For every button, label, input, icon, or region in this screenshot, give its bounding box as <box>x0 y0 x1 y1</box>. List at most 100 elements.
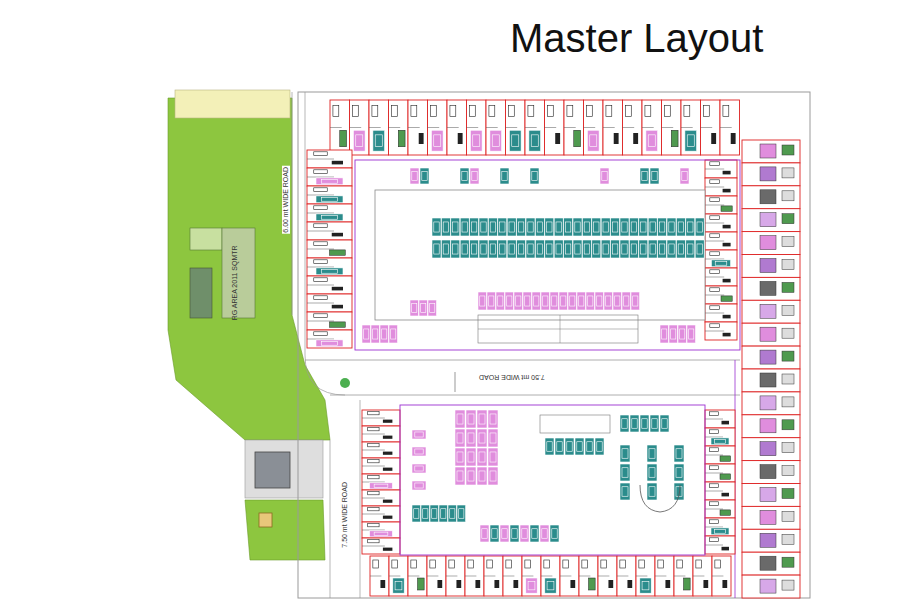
car-symbol <box>676 468 682 478</box>
room-outline <box>782 443 794 453</box>
parking-slot <box>432 240 441 258</box>
parking-slot <box>488 218 497 236</box>
partition-line <box>674 576 685 577</box>
unit-wall <box>617 556 636 596</box>
parking-slot <box>622 292 631 310</box>
car-symbol <box>434 244 439 254</box>
car-symbol <box>537 244 542 254</box>
partition-line <box>362 466 385 467</box>
parking-slot <box>669 325 678 343</box>
unit-wall <box>705 500 735 518</box>
car-symbol <box>603 222 608 232</box>
room-outline <box>333 106 339 117</box>
room-outline <box>684 106 690 117</box>
window-mark <box>383 500 393 503</box>
parking-slot <box>488 429 498 447</box>
unit-wall <box>742 346 800 369</box>
car-symbol <box>457 433 463 443</box>
room-outline <box>782 168 794 178</box>
parking-slot <box>466 429 476 447</box>
room-outline <box>782 397 794 407</box>
green-room <box>720 510 731 515</box>
car-symbol <box>430 304 435 313</box>
page-title: Master Layout <box>510 18 763 58</box>
parking-slot <box>412 464 426 473</box>
unit-wall <box>742 209 800 232</box>
unit-wall <box>525 100 545 155</box>
partition-line <box>655 576 666 577</box>
parking-slot <box>412 505 421 522</box>
parking-slot <box>685 130 697 151</box>
parking-slot <box>470 168 479 184</box>
car-symbol <box>498 296 503 306</box>
parking-slot <box>470 130 482 151</box>
unit-wall <box>467 100 487 155</box>
car-symbol <box>490 452 496 462</box>
parking-slot <box>455 410 465 428</box>
car-symbol <box>532 529 537 539</box>
window-mark <box>703 580 708 588</box>
partition-line <box>705 169 724 170</box>
unit-wall <box>307 240 352 258</box>
unit-wall <box>307 204 352 222</box>
unit-wall <box>742 575 800 598</box>
parking-slot <box>530 525 539 542</box>
parking-slot <box>550 292 559 310</box>
unit-wall <box>362 506 400 522</box>
partition-line <box>705 491 723 492</box>
room-outline <box>710 180 720 184</box>
car-symbol <box>688 222 693 232</box>
site-boundary <box>298 92 810 598</box>
car-symbol <box>602 172 607 181</box>
parking-slot <box>498 240 507 258</box>
car-symbol <box>462 244 467 254</box>
partition-line <box>330 127 342 128</box>
room-outline <box>368 540 379 543</box>
unit-wall <box>712 556 731 596</box>
parking-slot <box>460 240 469 258</box>
room-outline <box>368 444 379 447</box>
parking-slot <box>421 505 430 522</box>
car-symbol <box>480 296 485 306</box>
partition-line <box>408 127 420 128</box>
parking-slot <box>514 292 523 310</box>
room-outline <box>314 296 328 300</box>
unit-fill <box>760 281 776 295</box>
parking-slot <box>488 410 498 428</box>
parking-slot <box>550 525 559 542</box>
parking-slot <box>412 481 426 490</box>
service-area <box>540 415 610 433</box>
room-outline <box>391 106 397 117</box>
room-outline <box>710 466 719 470</box>
parking-slot <box>478 292 487 310</box>
window-mark <box>383 436 393 439</box>
room-outline <box>782 489 794 499</box>
room-outline <box>620 560 626 568</box>
unit-wall <box>705 250 737 268</box>
room-outline <box>710 484 719 488</box>
green-room <box>720 474 731 479</box>
room-outline <box>468 560 474 568</box>
window-mark <box>419 133 424 144</box>
car-symbol <box>552 296 557 306</box>
unit-wall <box>742 277 800 300</box>
parking-slot <box>490 525 499 542</box>
parking-slot <box>568 292 577 310</box>
parking-slot <box>545 218 554 236</box>
window-mark <box>722 421 730 425</box>
parking-slot <box>554 240 563 258</box>
parking-slot <box>362 325 371 343</box>
room-outline <box>314 242 328 246</box>
parking-slot <box>676 218 685 236</box>
service-line <box>478 329 638 330</box>
parking-slot <box>630 415 639 432</box>
parking-slot <box>393 578 404 593</box>
car-symbol <box>453 244 458 254</box>
window-mark <box>332 287 343 291</box>
partition-line <box>307 195 334 196</box>
car-symbol <box>453 222 458 232</box>
unit-wall <box>720 100 740 155</box>
window-mark <box>723 225 731 229</box>
unit-wall <box>598 556 617 596</box>
window-mark <box>383 516 393 519</box>
